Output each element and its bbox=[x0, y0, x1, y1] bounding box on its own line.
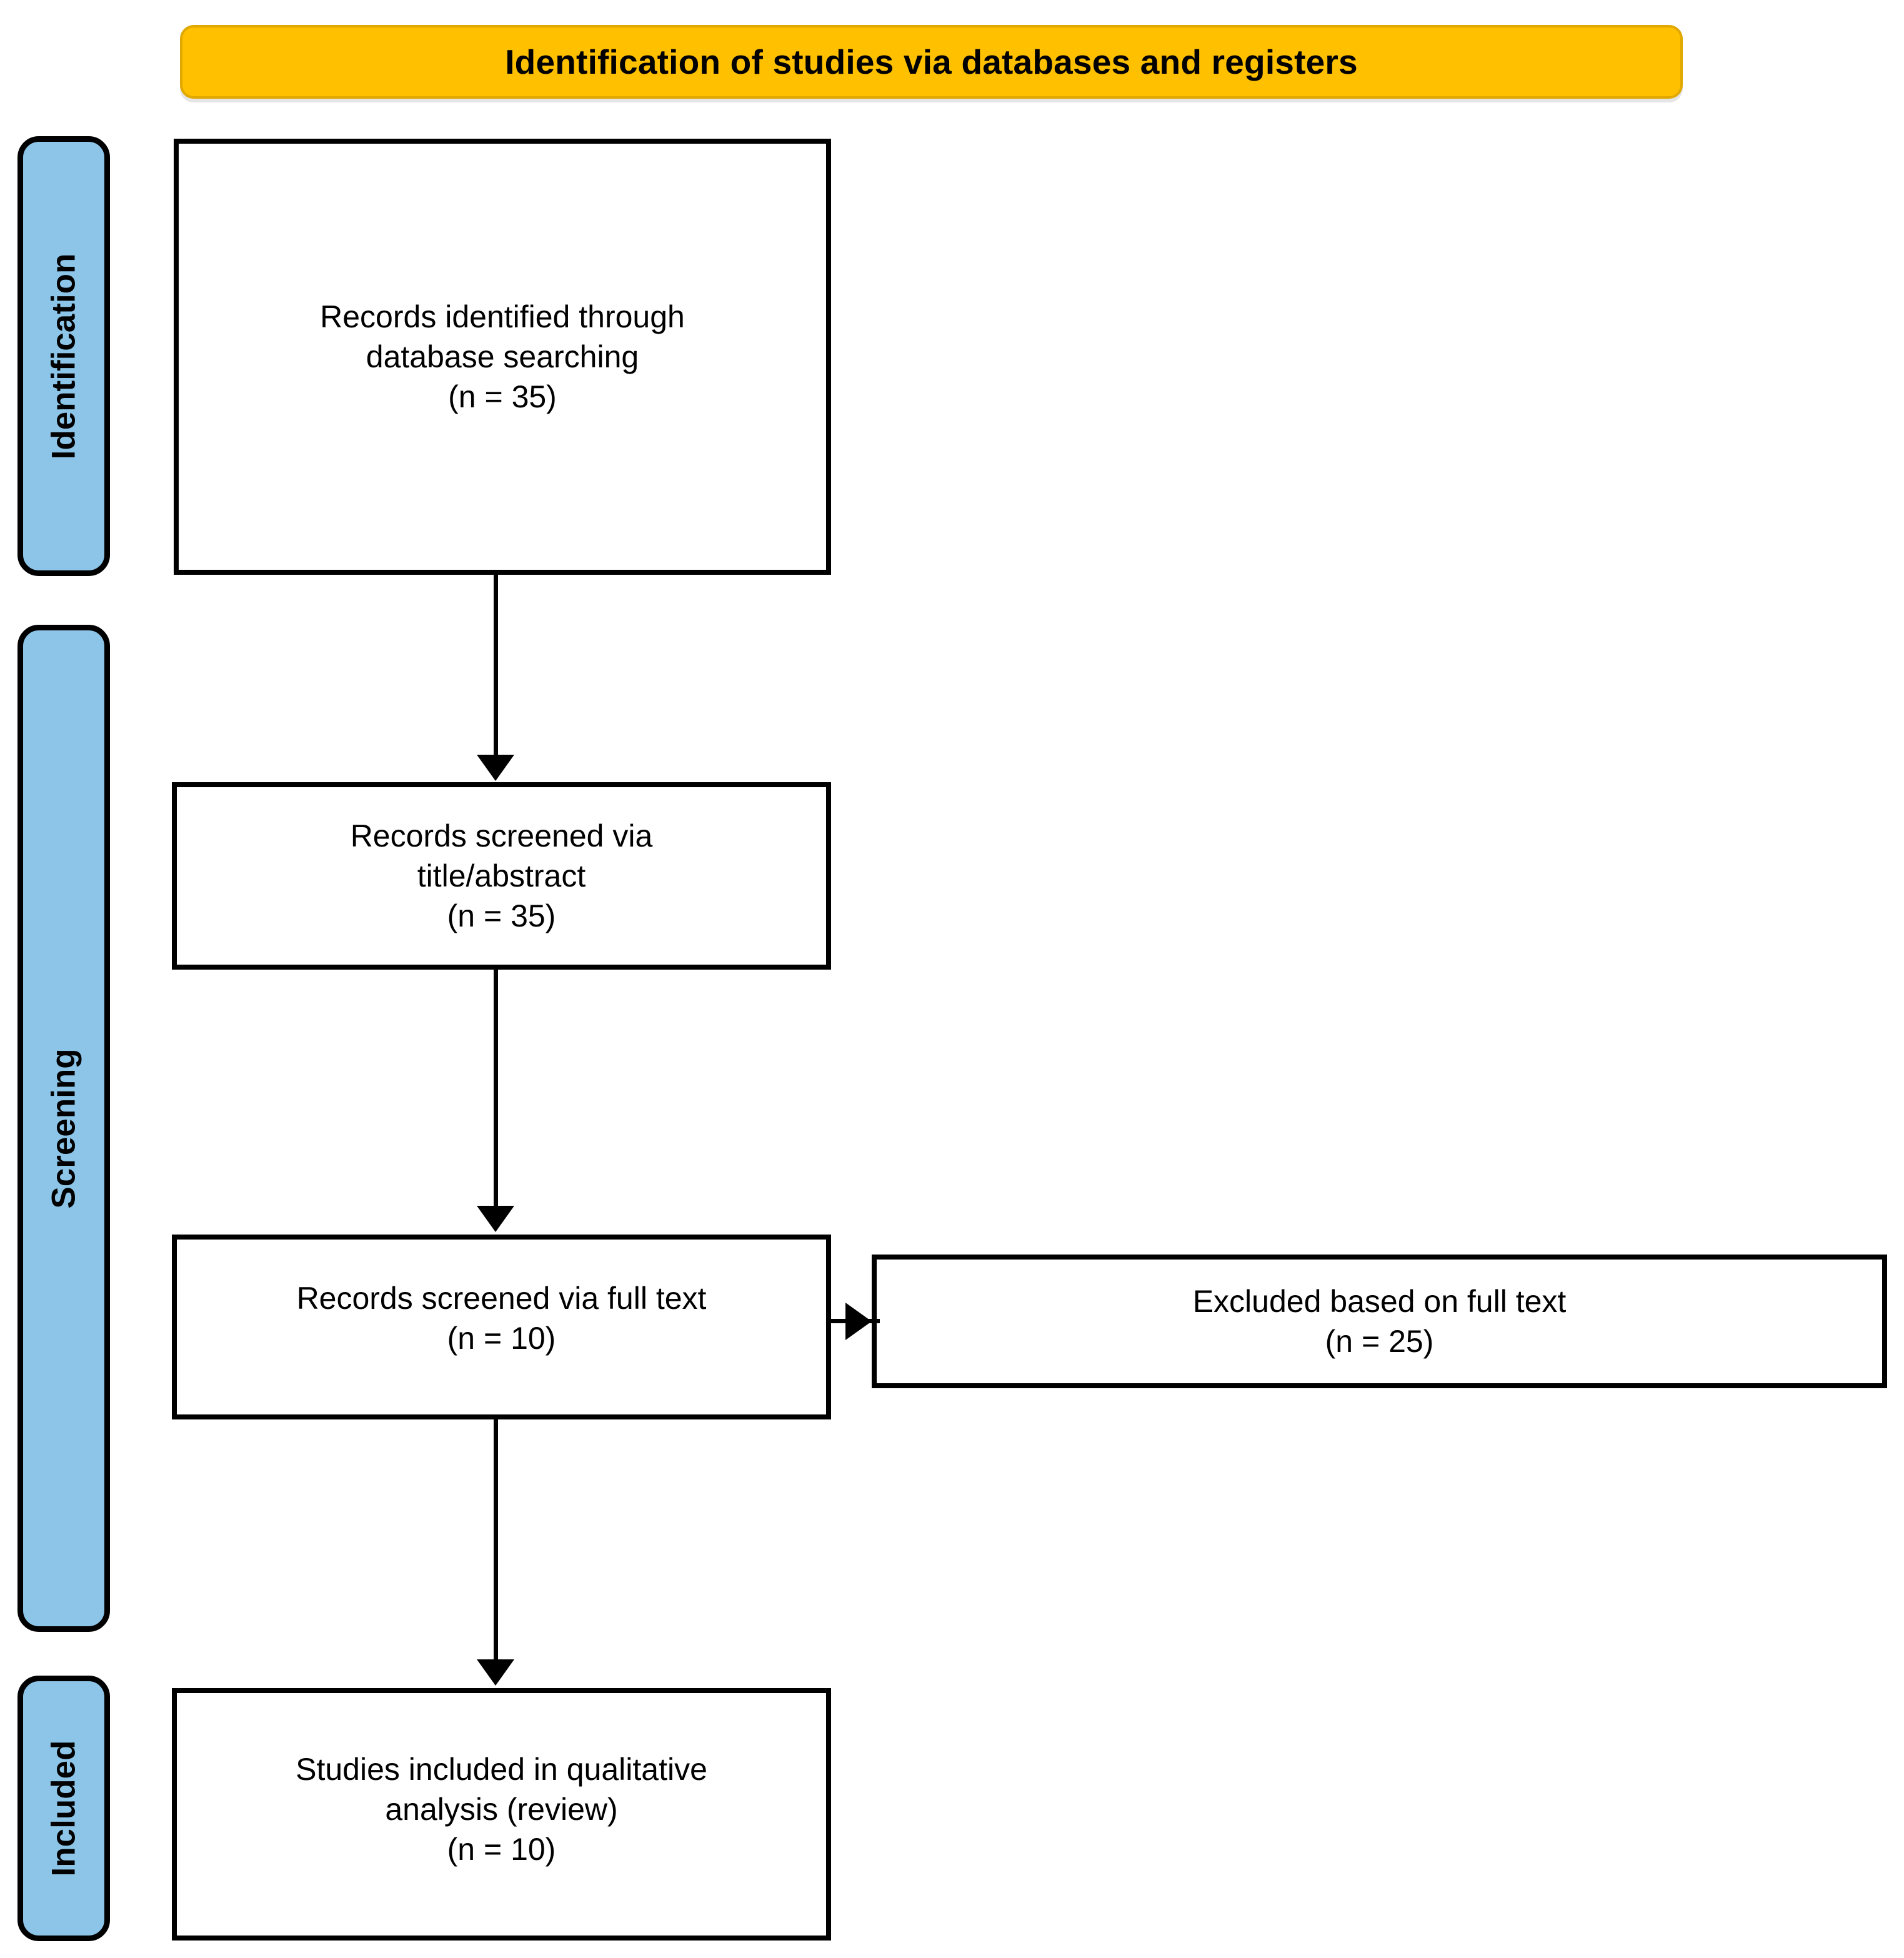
box-records-identified-count: (n = 35) bbox=[448, 379, 557, 414]
box-records-screened-title-abstract-line2: title/abstract bbox=[417, 858, 586, 893]
box-studies-included-line2: analysis (review) bbox=[385, 1792, 618, 1827]
box-excluded-full-text: Excluded based on full text (n = 25) bbox=[872, 1255, 1887, 1388]
phase-label-identification-text: Identification bbox=[45, 253, 82, 459]
diagram-title-banner: Identification of studies via databases … bbox=[180, 25, 1683, 99]
box-studies-included: Studies included in qualitative analysis… bbox=[172, 1688, 831, 1941]
connector-fulltext-to-included-line bbox=[494, 1419, 498, 1662]
box-studies-included-text: Studies included in qualitative analysis… bbox=[282, 1749, 721, 1869]
box-records-identified: Records identified through database sear… bbox=[174, 139, 831, 575]
box-records-identified-text: Records identified through database sear… bbox=[306, 297, 699, 417]
phase-label-included-text: Included bbox=[45, 1740, 82, 1877]
connector-identified-to-screened-line bbox=[494, 575, 498, 757]
diagram-title: Identification of studies via databases … bbox=[505, 42, 1358, 81]
box-records-identified-line2: database searching bbox=[366, 339, 639, 374]
connector-fulltext-to-included-arrow-icon bbox=[477, 1659, 514, 1686]
phase-label-screening: Screening bbox=[17, 625, 110, 1632]
phase-label-identification: Identification bbox=[17, 136, 110, 576]
box-records-screened-title-abstract: Records screened via title/abstract (n =… bbox=[172, 782, 831, 970]
connector-identified-to-screened-arrow-icon bbox=[477, 755, 514, 781]
box-records-screened-title-abstract-line1: Records screened via bbox=[350, 818, 653, 853]
box-records-identified-line1: Records identified through bbox=[320, 299, 685, 334]
box-studies-included-count: (n = 10) bbox=[447, 1832, 556, 1867]
box-excluded-full-text-text: Excluded based on full text (n = 25) bbox=[1179, 1281, 1580, 1361]
box-excluded-full-text-line1: Excluded based on full text bbox=[1192, 1284, 1567, 1319]
box-records-screened-full-text-text: Records screened via full text (n = 10) bbox=[283, 1278, 720, 1358]
box-records-screened-title-abstract-count: (n = 35) bbox=[447, 898, 556, 933]
phase-label-screening-text: Screening bbox=[45, 1048, 82, 1209]
connector-screened-to-fulltext-line bbox=[494, 970, 498, 1208]
box-excluded-full-text-count: (n = 25) bbox=[1325, 1324, 1434, 1359]
box-records-screened-full-text: Records screened via full text (n = 10) bbox=[172, 1235, 831, 1419]
box-records-screened-title-abstract-text: Records screened via title/abstract (n =… bbox=[337, 816, 667, 936]
connector-screened-to-fulltext-arrow-icon bbox=[477, 1206, 514, 1232]
phase-label-included: Included bbox=[17, 1676, 110, 1941]
connector-fulltext-to-excluded-arrow-icon bbox=[845, 1303, 872, 1340]
box-records-screened-full-text-line1: Records screened via full text bbox=[296, 1281, 707, 1316]
box-records-screened-full-text-count: (n = 10) bbox=[447, 1321, 556, 1356]
box-studies-included-line1: Studies included in qualitative bbox=[296, 1752, 707, 1787]
